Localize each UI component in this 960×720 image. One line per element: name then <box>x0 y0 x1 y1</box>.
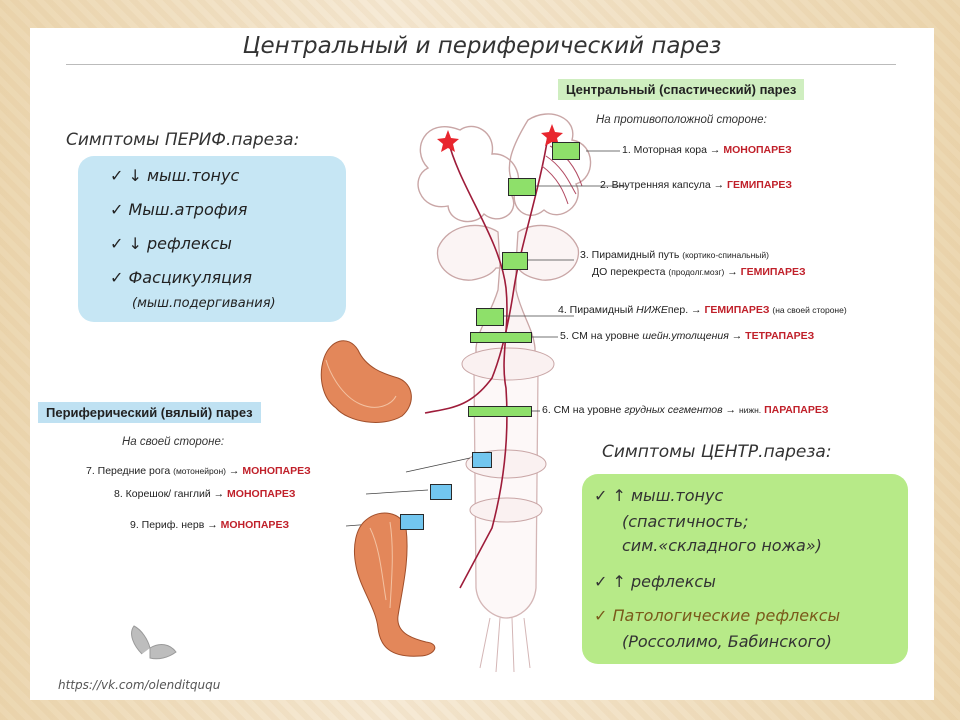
level-7-label: 7. Передние рога (мотонейрон) → МОНОПАРЕ… <box>86 465 311 477</box>
perif-symptoms-box <box>78 156 346 322</box>
level-1-text: 1. Моторная кора → <box>622 144 721 156</box>
level-7-extra: (мотонейрон) <box>173 466 226 476</box>
lumbar-section <box>469 497 543 523</box>
perif-symptom-tone: ✓ ↓ мыш.тонус <box>110 166 240 185</box>
level-4-label: 4. Пирамидный НИЖЕпер. → ГЕМИПАРЕЗ (на с… <box>558 304 847 316</box>
level-6-extra: нижн. <box>738 405 762 415</box>
level-3b-arrow: → <box>727 266 738 278</box>
level-3b-label: ДО перекреста (продолг.мозг) → ГЕМИПАРЕЗ <box>592 266 806 278</box>
perif-symptom-atrophy: ✓ Мыш.атрофия <box>110 200 248 219</box>
perif-symptoms-title: Симптомы ПЕРИФ.пареза: <box>66 130 300 150</box>
level-3-label: 3. Пирамидный путь (кортико-спинальный) <box>580 249 769 261</box>
level-7-text: 7. Передние рога <box>86 465 171 477</box>
level-6-text: 6. СМ на уровне <box>542 404 622 416</box>
corticospinal-tract-right <box>424 135 549 414</box>
leader-8 <box>365 489 429 495</box>
left-motor-neuron <box>437 130 459 152</box>
central-symptom-clasp-knife: сим.«складного ножа») <box>622 536 822 555</box>
central-symptoms-title: Симптомы ЦЕНТР.пареза: <box>602 442 832 462</box>
peripheral-paresis-header: Периферический (вялый) парез <box>38 402 261 423</box>
leg-muscle-detail <box>369 521 393 609</box>
level-3-extra: (кортико-спинальный) <box>682 250 769 260</box>
diagram-title: Центральный и периферический парез <box>242 33 722 59</box>
level-7-result: МОНОПАРЕЗ <box>242 465 311 477</box>
marker-pyramid-below-decussation <box>476 308 504 326</box>
level-5-italic: шейн.утолщения <box>642 330 729 342</box>
central-paresis-header: Центральный (спастический) парез <box>558 79 805 100</box>
level-6-italic: грудных сегментов <box>624 404 723 416</box>
level-4-text2: пер. → <box>667 304 702 316</box>
level-4-extra: (на своей стороне) <box>772 305 847 315</box>
level-3b-result: ГЕМИПАРЕЗ <box>740 266 806 278</box>
level-3b-extra: (продолг.мозг) <box>668 267 725 277</box>
central-symptoms-box <box>582 474 908 664</box>
level-9-result: МОНОПАРЕЗ <box>220 519 290 531</box>
level-2-label: 2. Внутренняя капсула → ГЕМИПАРЕЗ <box>600 179 792 191</box>
perif-symptom-reflexes: ✓ ↓ рефлексы <box>110 234 232 253</box>
perif-symptom-fasciculation: ✓ Фасцикуляция <box>110 268 253 287</box>
central-side-note: На противоположной стороне: <box>596 114 767 126</box>
marker-internal-capsule <box>508 178 536 196</box>
level-9-label: 9. Периф. нерв → МОНОПАРЕЗ <box>130 519 289 531</box>
marker-motor-cortex <box>552 142 580 160</box>
level-4-result: ГЕМИПАРЕЗ <box>704 304 770 316</box>
marker-anterior-horn <box>472 452 492 468</box>
level-1-result: МОНОПАРЕЗ <box>723 144 792 156</box>
central-symptom-spasticity: (спастичность; <box>622 512 749 531</box>
central-symptom-pathological: ✓ Патологические рефлексы <box>594 606 841 625</box>
central-symptom-reflexes: ✓ ↑ рефлексы <box>594 572 716 591</box>
leg-muscle-illustration <box>353 512 436 657</box>
level-5-arrow: → <box>731 330 743 342</box>
cauda-equina <box>479 617 531 673</box>
peripheral-side-note: На своей стороне: <box>122 436 225 448</box>
central-symptom-examples: (Россолимо, Бабинского) <box>622 632 832 651</box>
right-motor-neuron <box>541 124 563 146</box>
marker-root-ganglion <box>430 484 452 500</box>
level-8-label: 8. Корешок/ ганглий → МОНОПАРЕЗ <box>114 488 295 500</box>
cervical-section <box>461 347 555 381</box>
level-5-label: 5. СМ на уровне шейн.утолщения → ТЕТРАПА… <box>560 330 814 342</box>
level-1-label: 1. Моторная кора → МОНОПАРЕЗ <box>622 144 792 156</box>
right-hemisphere <box>508 113 592 216</box>
level-7-arrow: → <box>228 465 240 477</box>
level-6-result: ПАРАПАРЕЗ <box>764 404 829 416</box>
level-2-result: ГЕМИПАРЕЗ <box>727 179 792 191</box>
deer-logo <box>131 625 177 660</box>
brainstem <box>436 224 580 371</box>
marker-thoracic-cord <box>468 406 532 417</box>
perif-symptom-note: (мыш.подергивания) <box>132 296 276 311</box>
level-5-text: 5. СМ на уровне <box>560 330 640 342</box>
marker-peripheral-nerve <box>400 514 424 530</box>
spinal-cord <box>473 369 539 619</box>
level-8-text: 8. Корешок/ ганглий → <box>114 488 225 500</box>
level-3-text: 3. Пирамидный путь <box>580 249 680 261</box>
level-8-result: МОНОПАРЕЗ <box>227 488 296 500</box>
level-9-text: 9. Периф. нерв → <box>130 519 218 531</box>
arm-muscle-detail <box>325 359 397 408</box>
source-url: https://vk.com/olenditququ <box>58 678 221 692</box>
level-2-text: 2. Внутренняя капсула → <box>600 179 725 191</box>
central-symptom-tone: ✓ ↑ мыш.тонус <box>594 486 724 505</box>
marker-cervical-cord <box>470 332 532 343</box>
level-4-italic: НИЖЕ <box>636 304 668 316</box>
left-hemisphere <box>417 125 520 223</box>
marker-pyramid-before-decussation <box>502 252 528 270</box>
title-underline <box>66 64 896 65</box>
leader-7 <box>405 457 471 473</box>
level-6-arrow: → <box>725 404 737 416</box>
level-3b-text: ДО перекреста <box>592 266 666 278</box>
arm-muscle-illustration <box>320 340 412 423</box>
diagram-sheet: Центральный и периферический парез Центр… <box>30 28 934 700</box>
level-4-text: 4. Пирамидный <box>558 304 634 316</box>
level-6-label: 6. СМ на уровне грудных сегментов → нижн… <box>542 404 828 416</box>
level-5-result: ТЕТРАПАРЕЗ <box>745 330 815 342</box>
pathway-illustration <box>131 113 626 673</box>
